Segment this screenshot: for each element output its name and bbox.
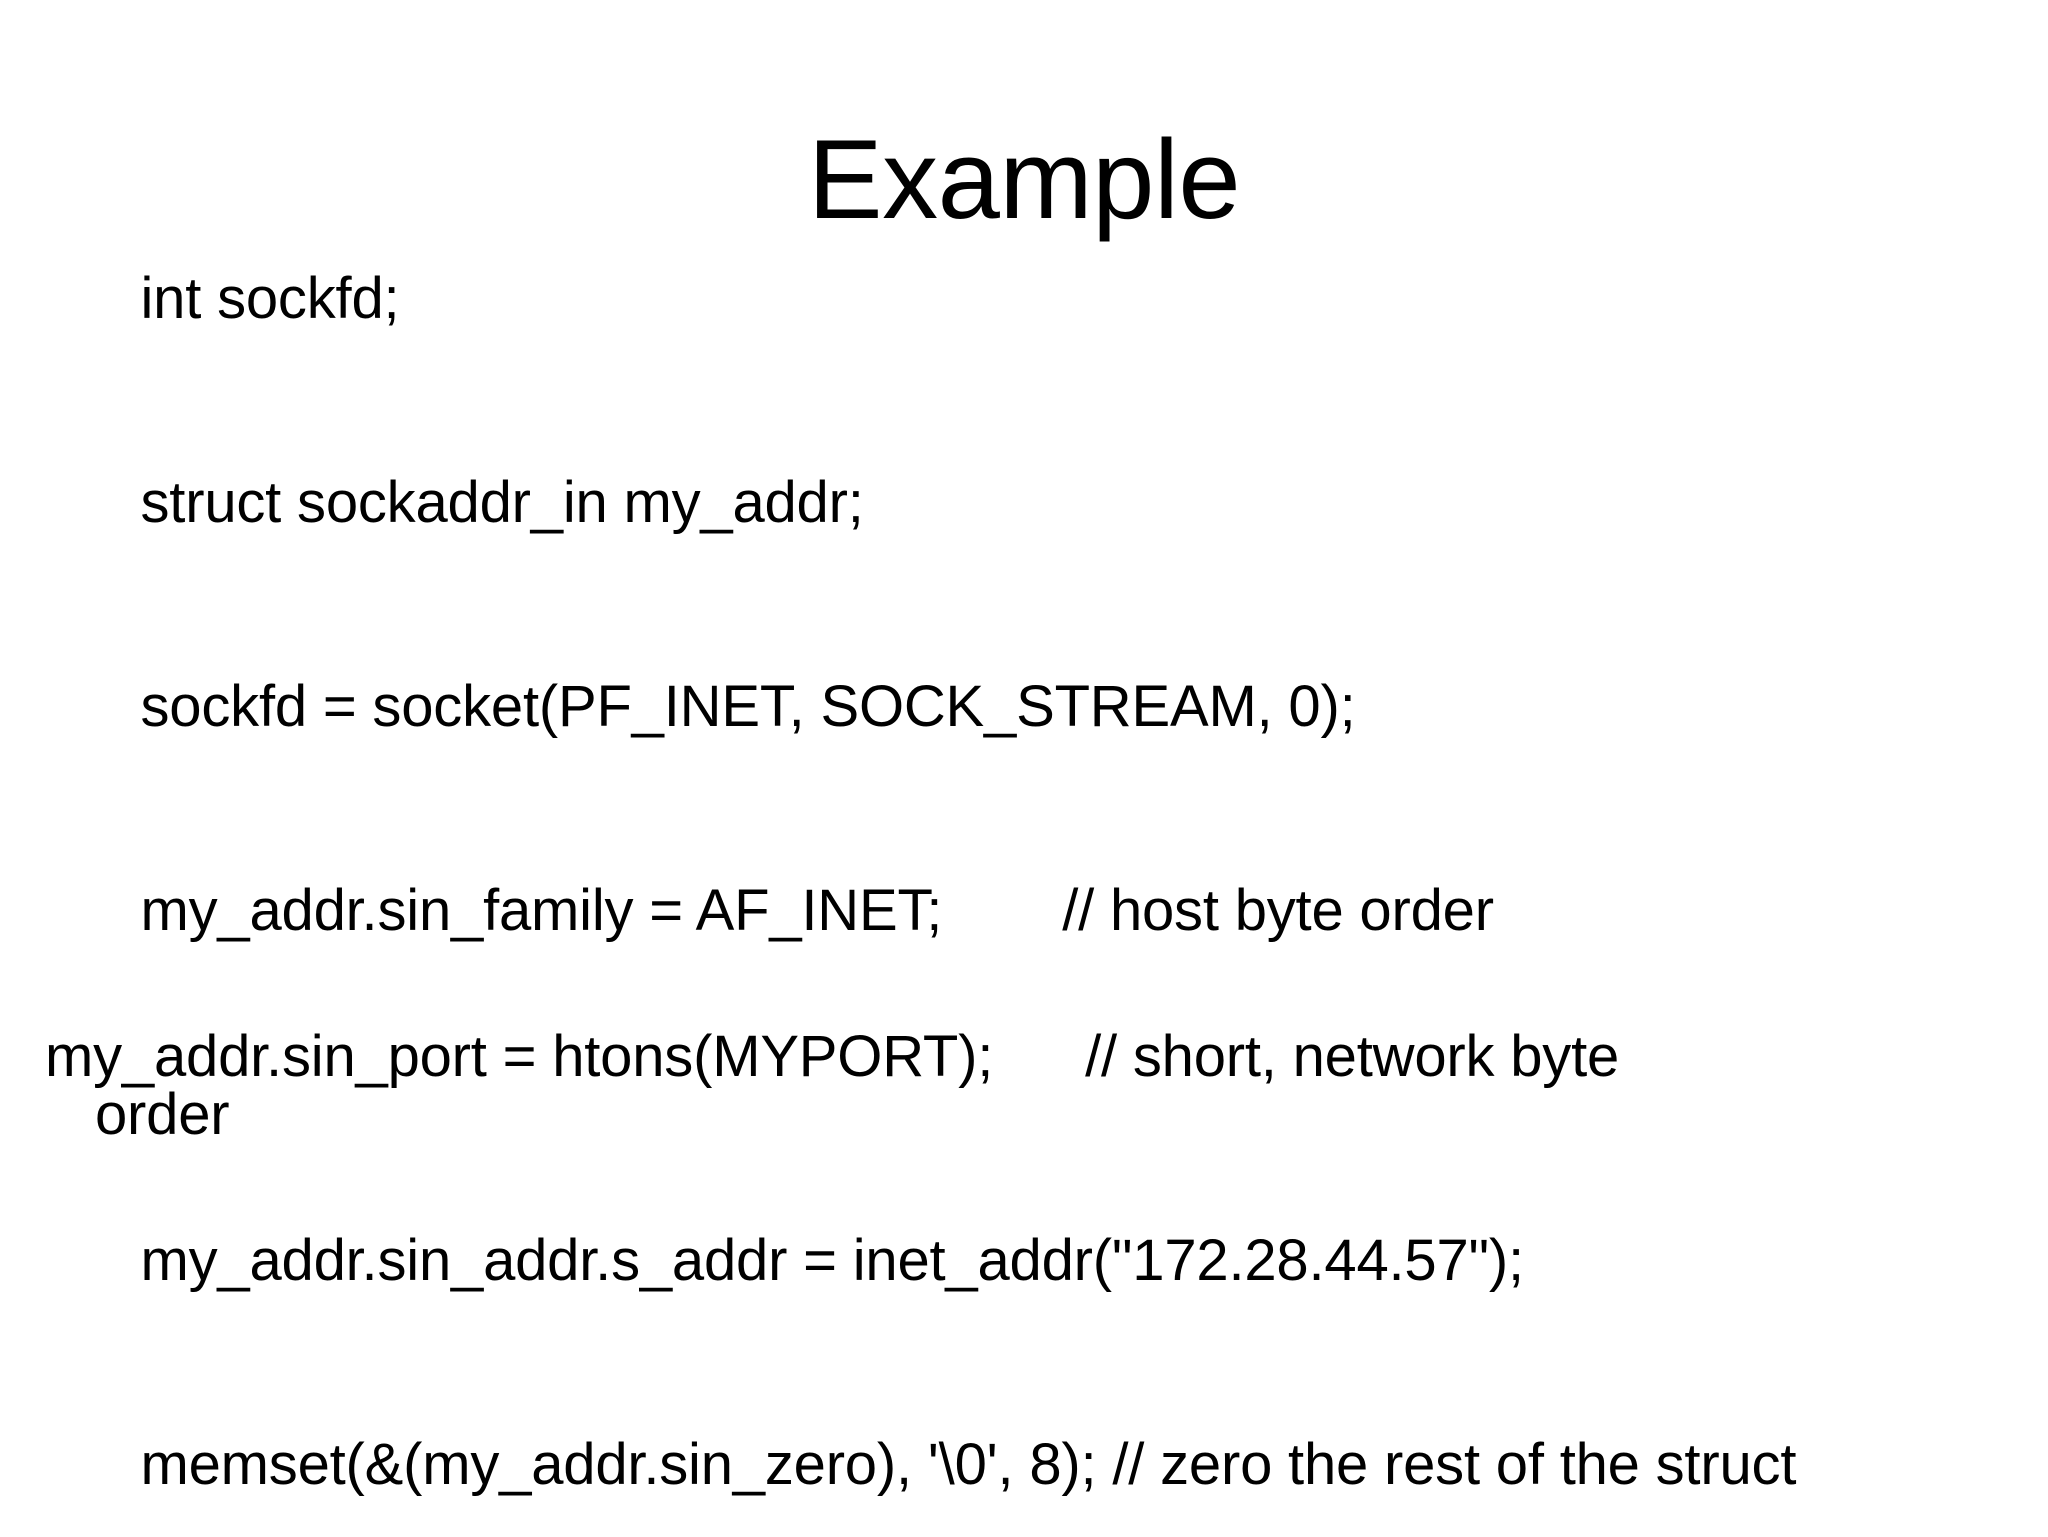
code-line-memset: memset(&(my_addr.sin_zero), '\0', 8); //… (45, 1378, 2020, 1537)
code-text: int sockfd; (140, 266, 400, 331)
code-text: my_addr.sin_port = htons(MYPORT); (45, 1024, 994, 1089)
spacer (1096, 1432, 1112, 1497)
code-comment: // host byte order (1062, 878, 1494, 943)
code-line-socket-call: sockfd = socket(PF_INET, SOCK_STREAM, 0)… (45, 620, 2020, 794)
code-line-sin-family: my_addr.sin_family = AF_INET; // host byt… (45, 824, 2020, 998)
page-title: Example (807, 117, 1241, 243)
code-line-declaration-myaddr: struct sockaddr_in my_addr; (45, 416, 2020, 590)
code-text: struct sockaddr_in my_addr; (140, 470, 864, 535)
code-text: my_addr.sin_family = AF_INET; (140, 878, 943, 943)
code-text: sockfd = socket(PF_INET, SOCK_STREAM, 0)… (140, 674, 1356, 739)
code-line-first-row: my_addr.sin_port = htons(MYPORT);// shor… (45, 1028, 2020, 1086)
code-line-sin-addr: my_addr.sin_addr.s_addr = inet_addr("172… (45, 1174, 2020, 1348)
code-comment: // zero the rest of the struct (1112, 1432, 1797, 1497)
code-line-declaration-sockfd: int sockfd; (45, 212, 2020, 386)
code-comment: // short, network byte (1085, 1024, 1620, 1089)
code-body: int sockfd; struct sockaddr_in my_addr; … (45, 212, 2020, 1537)
code-text: memset(&(my_addr.sin_zero), '\0', 8); (140, 1432, 1097, 1497)
code-comment-continuation: order (95, 1082, 230, 1147)
code-text: my_addr.sin_addr.s_addr = inet_addr("172… (140, 1228, 1525, 1293)
code-line-sin-port: my_addr.sin_port = htons(MYPORT);// shor… (45, 1028, 2020, 1144)
